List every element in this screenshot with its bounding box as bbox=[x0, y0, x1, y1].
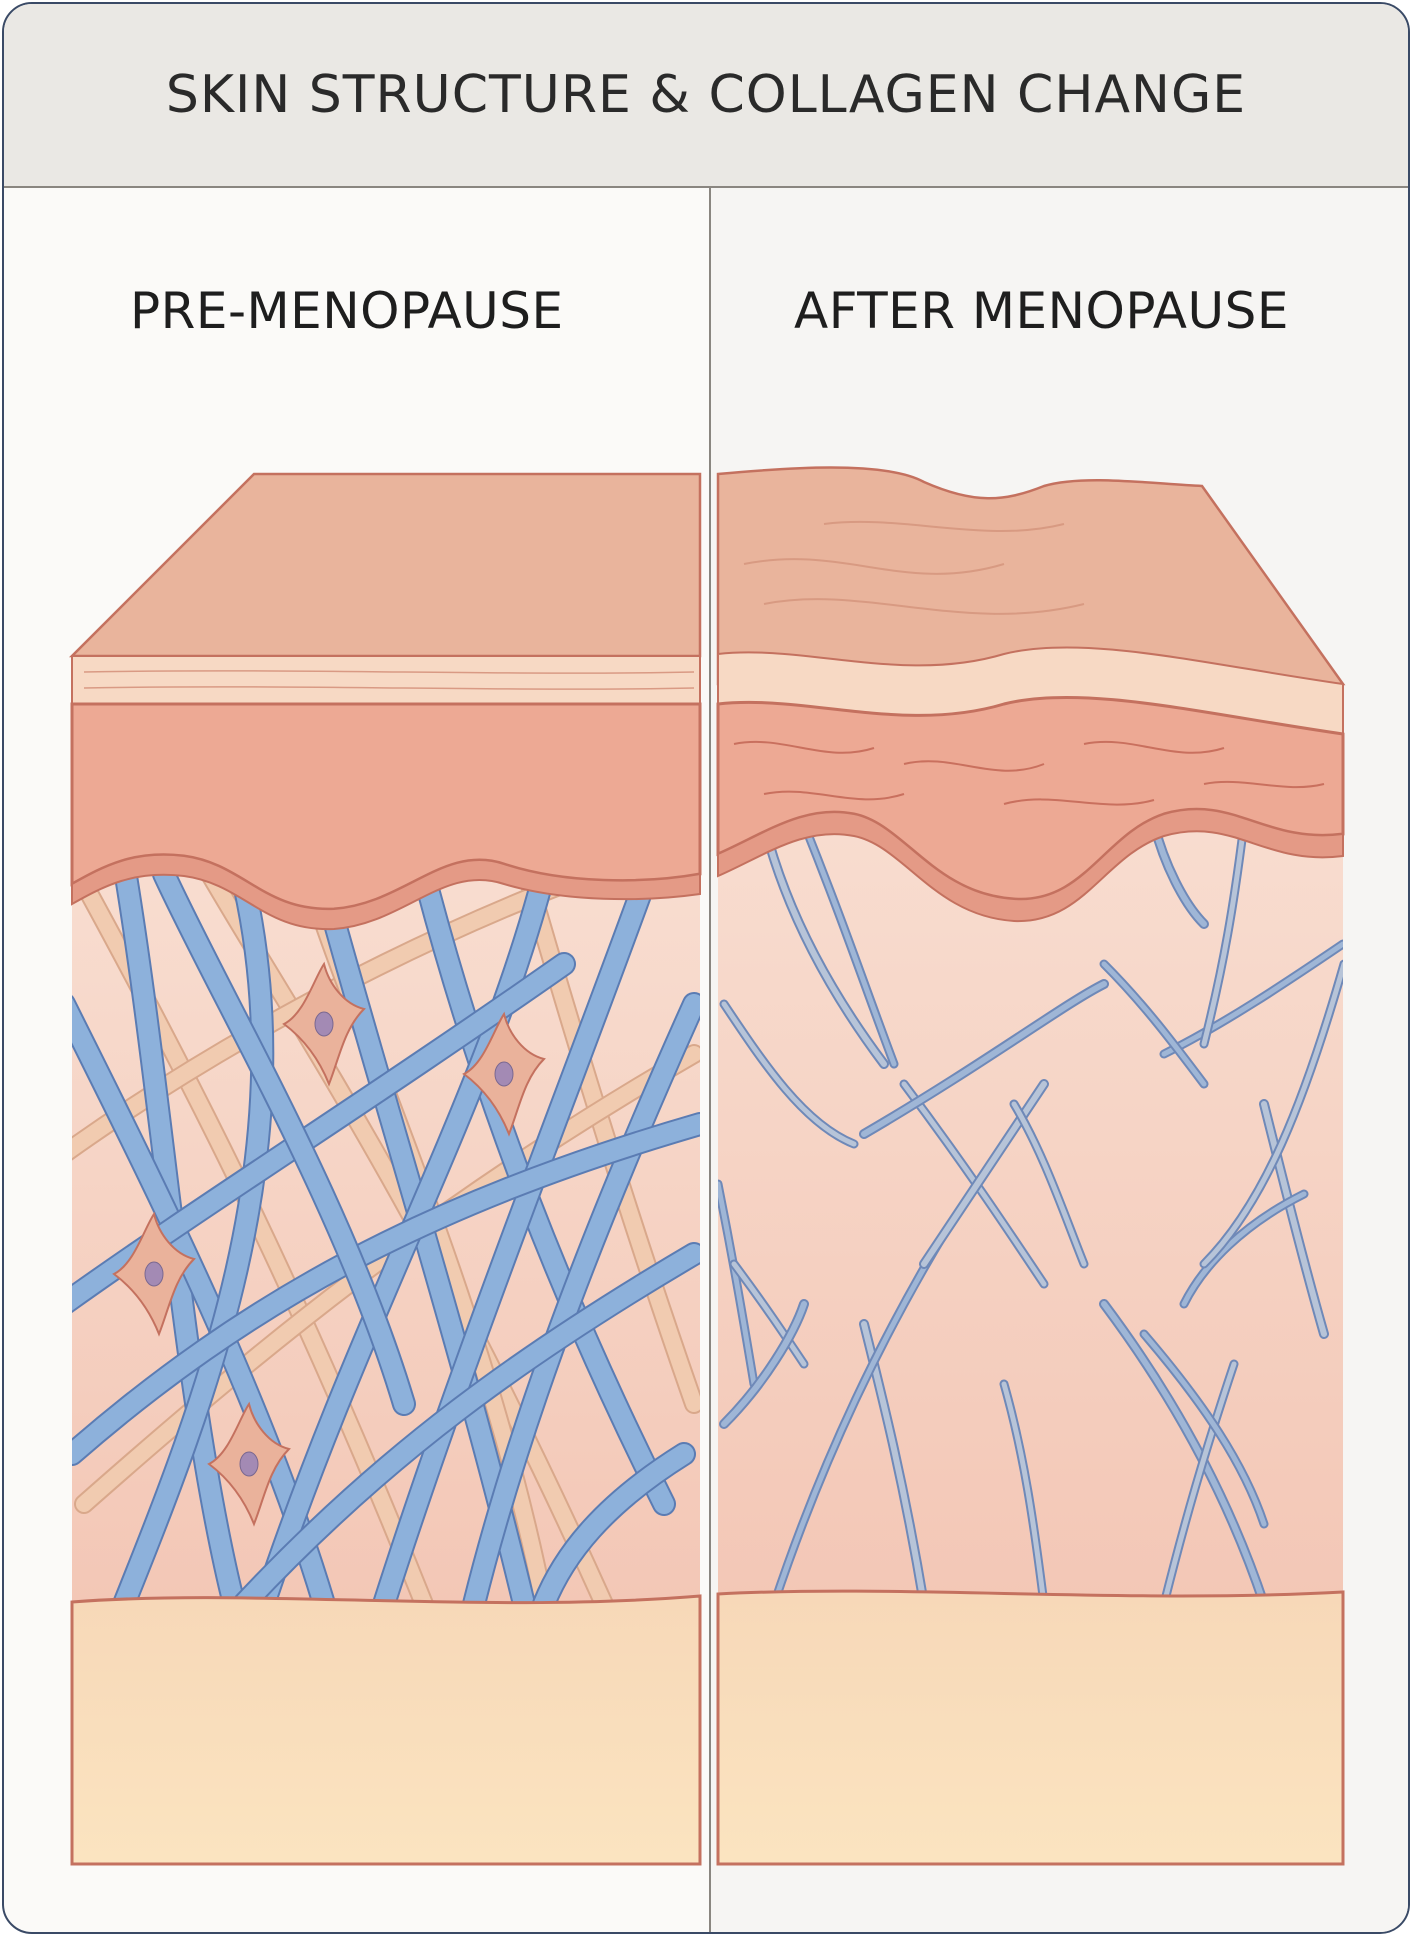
sparse-collagen-network bbox=[718, 819, 1343, 1604]
collagen-fiber-icon bbox=[254, 864, 554, 1614]
collagen-fiber-icon bbox=[721, 1301, 807, 1427]
fibroblast-nucleus bbox=[494, 1061, 514, 1087]
collagen-fiber-icon bbox=[901, 1081, 1047, 1287]
collagen-fiber-icon bbox=[761, 821, 887, 1067]
collagen-fiber-icon bbox=[234, 1244, 700, 1614]
collagen-fiber-icon bbox=[718, 1181, 757, 1387]
skin-illustration bbox=[68, 466, 1346, 1866]
page-title: SKIN STRUCTURE & COLLAGEN CHANGE bbox=[165, 65, 1247, 125]
collagen-fiber-icon bbox=[114, 874, 273, 1614]
dense-collagen-network bbox=[72, 864, 700, 1616]
panel-title-after-menopause: AFTER MENOPAUSE bbox=[794, 282, 1289, 340]
panel-title-pre-menopause: PRE-MENOPAUSE bbox=[130, 282, 564, 340]
subcutaneous-layer bbox=[716, 1589, 1345, 1866]
collagen-fiber-icon bbox=[1181, 1191, 1307, 1307]
pre-menopause-skin bbox=[68, 472, 702, 1866]
collagen-fiber-icon bbox=[861, 981, 1107, 1137]
collagen-fiber-icon bbox=[921, 1081, 1047, 1267]
collagen-fiber-icon bbox=[721, 1001, 857, 1147]
panel-divider bbox=[709, 188, 711, 1932]
collagen-fiber-icon bbox=[861, 1321, 927, 1604]
collagen-fiber-icon bbox=[1161, 941, 1343, 1057]
collagen-fiber-icon bbox=[771, 1231, 947, 1604]
collagen-fiber-icon bbox=[464, 994, 700, 1614]
collagen-fiber-icon bbox=[731, 1261, 807, 1367]
collagen-fiber-icon bbox=[1141, 1331, 1267, 1527]
collagen-fiber-icon bbox=[1101, 961, 1207, 1087]
collagen-fiber-icon bbox=[1011, 1101, 1087, 1267]
wrinkle-lines bbox=[733, 740, 1325, 806]
header-bar: SKIN STRUCTURE & COLLAGEN CHANGE bbox=[4, 4, 1408, 188]
after-menopause-skin bbox=[716, 466, 1346, 1866]
collagen-fiber-icon bbox=[1261, 1101, 1327, 1337]
collagen-fiber-icon bbox=[534, 1444, 694, 1614]
collagen-fiber-icon bbox=[1201, 961, 1343, 1267]
collagen-fiber-icon bbox=[154, 864, 414, 1414]
collagen-fiber-icon bbox=[374, 874, 654, 1614]
epidermis-top bbox=[68, 472, 702, 658]
fibroblast-nucleus bbox=[314, 1011, 334, 1037]
collagen-fiber-icon bbox=[1101, 1301, 1267, 1604]
collagen-fiber-icon bbox=[1201, 821, 1247, 1047]
collagen-fiber-icon bbox=[1161, 1361, 1237, 1604]
collagen-fiber-icon bbox=[801, 821, 897, 1067]
collagen-fiber-icon bbox=[1001, 1381, 1047, 1604]
fibroblast-nucleus bbox=[144, 1261, 164, 1287]
subcutaneous-layer bbox=[70, 1594, 702, 1866]
fibroblast-nucleus bbox=[239, 1451, 259, 1477]
